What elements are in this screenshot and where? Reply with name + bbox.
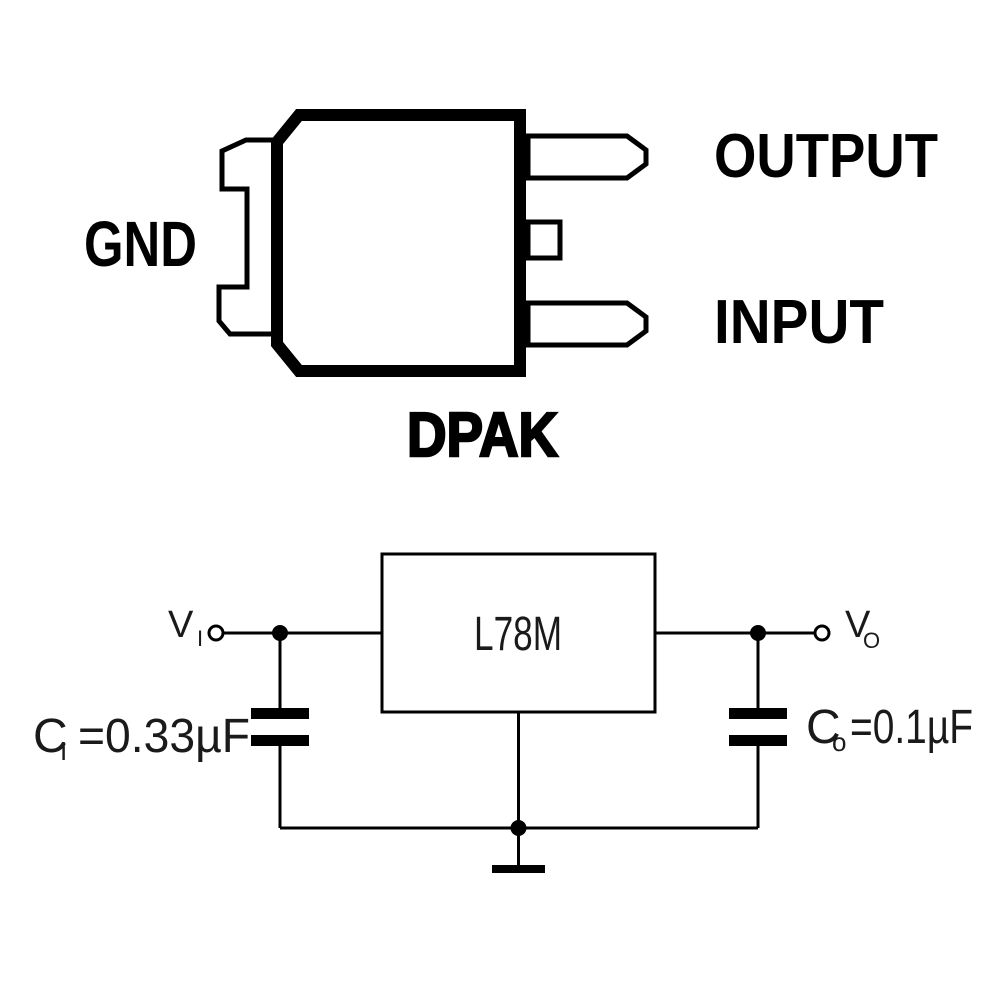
output-terminal-circle xyxy=(813,624,831,642)
package-name-label: DPAK xyxy=(407,401,558,470)
gnd-tab-shape xyxy=(216,137,280,337)
regulator-ic-box xyxy=(380,552,657,714)
dpak-package-diagram: GND OUTPUT INPUT DPAK xyxy=(84,109,938,471)
package-body-shape xyxy=(271,109,526,377)
input-pin-shape xyxy=(525,300,649,348)
input-terminal-circle xyxy=(207,624,225,642)
output-cap-bottom-plate xyxy=(729,735,787,746)
ground-junction-dot xyxy=(510,820,527,836)
output-cap-top-plate xyxy=(729,708,787,719)
application-circuit: L78M V I V O C xyxy=(33,552,973,873)
input-cap-label: C I =0.33µF xyxy=(33,710,250,766)
output-terminal-label: V O xyxy=(845,604,880,653)
output-cap-label: C o =0.1µF xyxy=(806,701,973,757)
input-pin-label: INPUT xyxy=(714,288,884,357)
gnd-pin-label: GND xyxy=(84,208,197,280)
middle-stub-pin-shape xyxy=(525,219,563,261)
output-pin-label: OUTPUT xyxy=(714,122,938,191)
output-pin-shape xyxy=(525,133,649,181)
regulator-ic-label: L78M xyxy=(474,608,562,661)
input-cap-bottom-plate xyxy=(251,735,309,746)
input-cap-top-plate xyxy=(251,708,309,719)
input-terminal-label: V I xyxy=(168,604,203,651)
input-junction-dot xyxy=(272,625,288,641)
output-junction-dot xyxy=(750,625,766,641)
